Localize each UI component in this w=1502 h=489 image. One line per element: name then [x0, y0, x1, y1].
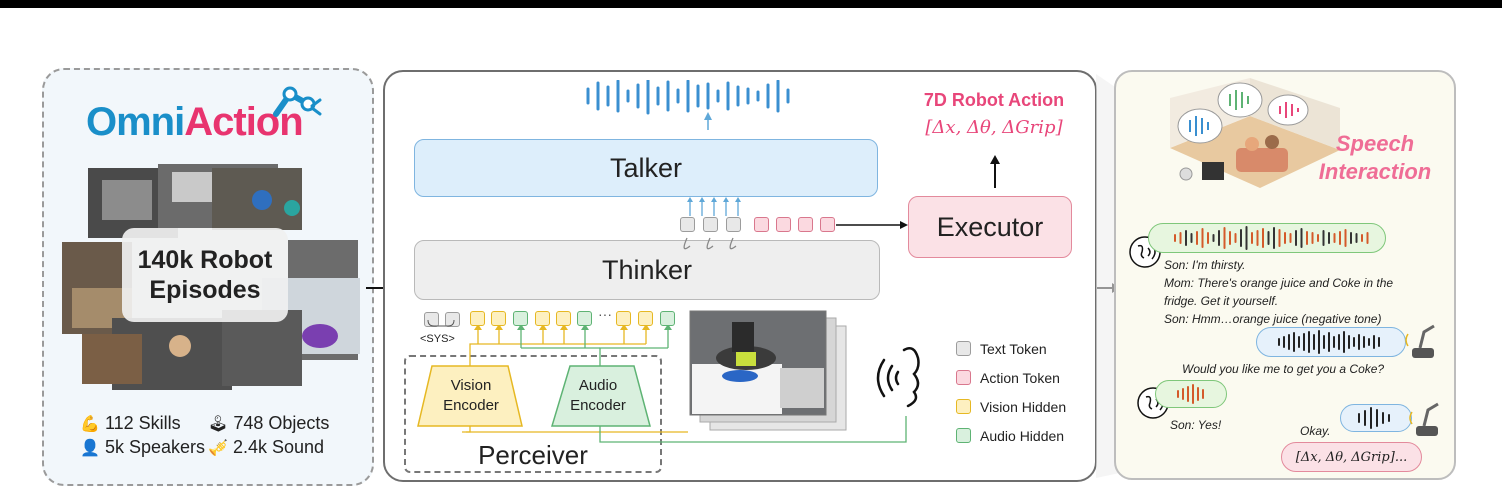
thinker-module: Thinker	[414, 240, 880, 300]
talker-label: Talker	[609, 152, 683, 183]
vision-token-2	[491, 311, 506, 326]
robot-arm-icon	[273, 86, 322, 117]
vision-encoder-label: Vision Encoder	[426, 376, 516, 416]
legend-text-token: Text Token	[980, 341, 1047, 357]
action-token-3	[798, 217, 813, 232]
sys-token-2	[445, 312, 460, 327]
camera-frames-image	[689, 310, 847, 431]
joystick-icon: 🕹	[208, 416, 229, 433]
stat-speakers-text: 5k Speakers	[104, 437, 205, 457]
omniaction-logo: OmniAction	[86, 100, 304, 145]
dialog-line-4: Son: Hmm…orange juice (negative tone)	[1164, 312, 1382, 326]
token-connectors	[683, 197, 908, 250]
son-speech-bubble-1	[1148, 223, 1386, 253]
legend-audio-swatch	[956, 428, 971, 443]
action-token-4	[820, 217, 835, 232]
legend-action-swatch	[956, 370, 971, 385]
robot-action-text: [Δx, Δθ, ΔGrip]...	[1295, 449, 1408, 465]
robot-speech-bubble-1	[1256, 327, 1406, 357]
legend-action-token: Action Token	[980, 370, 1060, 386]
stat-sound-text: 2.4k Sound	[232, 437, 325, 457]
executor-label: Executor	[936, 211, 1044, 242]
audio-token-1	[513, 311, 528, 326]
arrow-executor-to-action	[990, 155, 1000, 188]
stat-objects: 🕹 748 Objects	[208, 413, 329, 434]
family-dialogue: Son: I'm thirsty. Mom: There's orange ju…	[1164, 256, 1444, 328]
stat-objects-text: 748 Objects	[233, 413, 330, 433]
action-title: 7D Robot Action	[923, 90, 1065, 110]
son-speech-bubble-2	[1155, 380, 1227, 408]
legend-text-swatch	[956, 341, 971, 356]
vision-token-5	[616, 311, 631, 326]
episodes-line-2: Episodes	[149, 276, 261, 304]
logo-part-omni: Omni	[86, 100, 185, 144]
robot-arm-icon	[1409, 402, 1439, 436]
thinker-text-token-1	[680, 217, 695, 232]
vision-encoder-line2: Encoder	[443, 397, 499, 414]
vision-token-1	[470, 311, 485, 326]
trumpet-icon: 🎺	[208, 440, 228, 457]
episodes-count-label: 140k Robot Episodes	[122, 228, 288, 322]
dialog-line-3: fridge. Get it yourself.	[1164, 294, 1279, 308]
sys-token-1	[424, 312, 439, 327]
person-icon: 👤	[80, 440, 100, 457]
perceiver-module	[404, 355, 662, 473]
sys-label: <SYS>	[420, 333, 455, 345]
robot-arm-icon	[1405, 324, 1435, 358]
legend-vision-swatch	[956, 399, 971, 414]
dialog-line-2: Mom: There's orange juice and Coke in th…	[1164, 276, 1394, 290]
son-yes-text: Son: Yes!	[1170, 418, 1222, 432]
speech-output-waveform-icon	[586, 80, 790, 130]
living-room-illustration	[1170, 78, 1340, 188]
speaking-person-icon	[876, 347, 920, 408]
thinker-text-token-3	[726, 217, 741, 232]
audio-token-2	[577, 311, 592, 326]
robot-speech-bubble-2	[1340, 404, 1412, 432]
vision-token-3	[535, 311, 550, 326]
waveform-icon	[1358, 407, 1390, 429]
speech-title-line1: Speech	[1335, 131, 1415, 156]
audio-encoder-line1: Audio	[578, 377, 618, 394]
action-token-2	[776, 217, 791, 232]
executor-module: Executor	[908, 196, 1072, 258]
audio-encoder-label: Audio Encoder	[553, 376, 643, 416]
stat-speakers: 👤 5k Speakers	[80, 437, 205, 458]
perceiver-label: Perceiver	[478, 440, 588, 470]
legend-vision-hidden: Vision Hidden	[980, 399, 1067, 415]
action-token-1	[754, 217, 769, 232]
action-formula: [Δx, Δθ, ΔGrip]	[925, 117, 1063, 138]
stat-skills: 💪 112 Skills	[80, 413, 181, 434]
top-rule	[0, 0, 1502, 8]
sys-bracket	[427, 319, 455, 327]
speech-title-line2: Interaction	[1318, 159, 1432, 184]
vision-encoder-line1: Vision	[450, 377, 492, 394]
speech-interaction-title: Speech Interaction	[1300, 130, 1450, 186]
stat-skills-text: 112 Skills	[104, 413, 181, 433]
robot-okay-text: Okay.	[1300, 424, 1331, 438]
thinker-label: Thinker	[601, 254, 693, 285]
vision-token-6	[638, 311, 653, 326]
audio-encoder-line2: Encoder	[570, 397, 626, 414]
talker-module: Talker	[414, 139, 878, 197]
vision-token-4	[556, 311, 571, 326]
dialog-line-1: Son: I'm thirsty.	[1164, 258, 1246, 272]
waveform-icon	[1174, 226, 1369, 250]
encoder-diagram	[417, 326, 907, 443]
thinker-text-token-2	[703, 217, 718, 232]
flexed-arm-icon: 💪	[80, 416, 100, 433]
waveform-icon	[1177, 384, 1204, 404]
token-ellipsis: ···	[598, 306, 612, 322]
stat-sound: 🎺 2.4k Sound	[208, 437, 324, 458]
episodes-line-1: 140k Robot	[137, 246, 273, 274]
audio-token-3	[660, 311, 675, 326]
legend-audio-hidden: Audio Hidden	[980, 428, 1065, 444]
robot-question-text: Would you like me to get you a Coke?	[1182, 362, 1385, 376]
waveform-icon	[1278, 330, 1380, 354]
robot-action-bubble: [Δx, Δθ, ΔGrip]...	[1281, 442, 1422, 472]
